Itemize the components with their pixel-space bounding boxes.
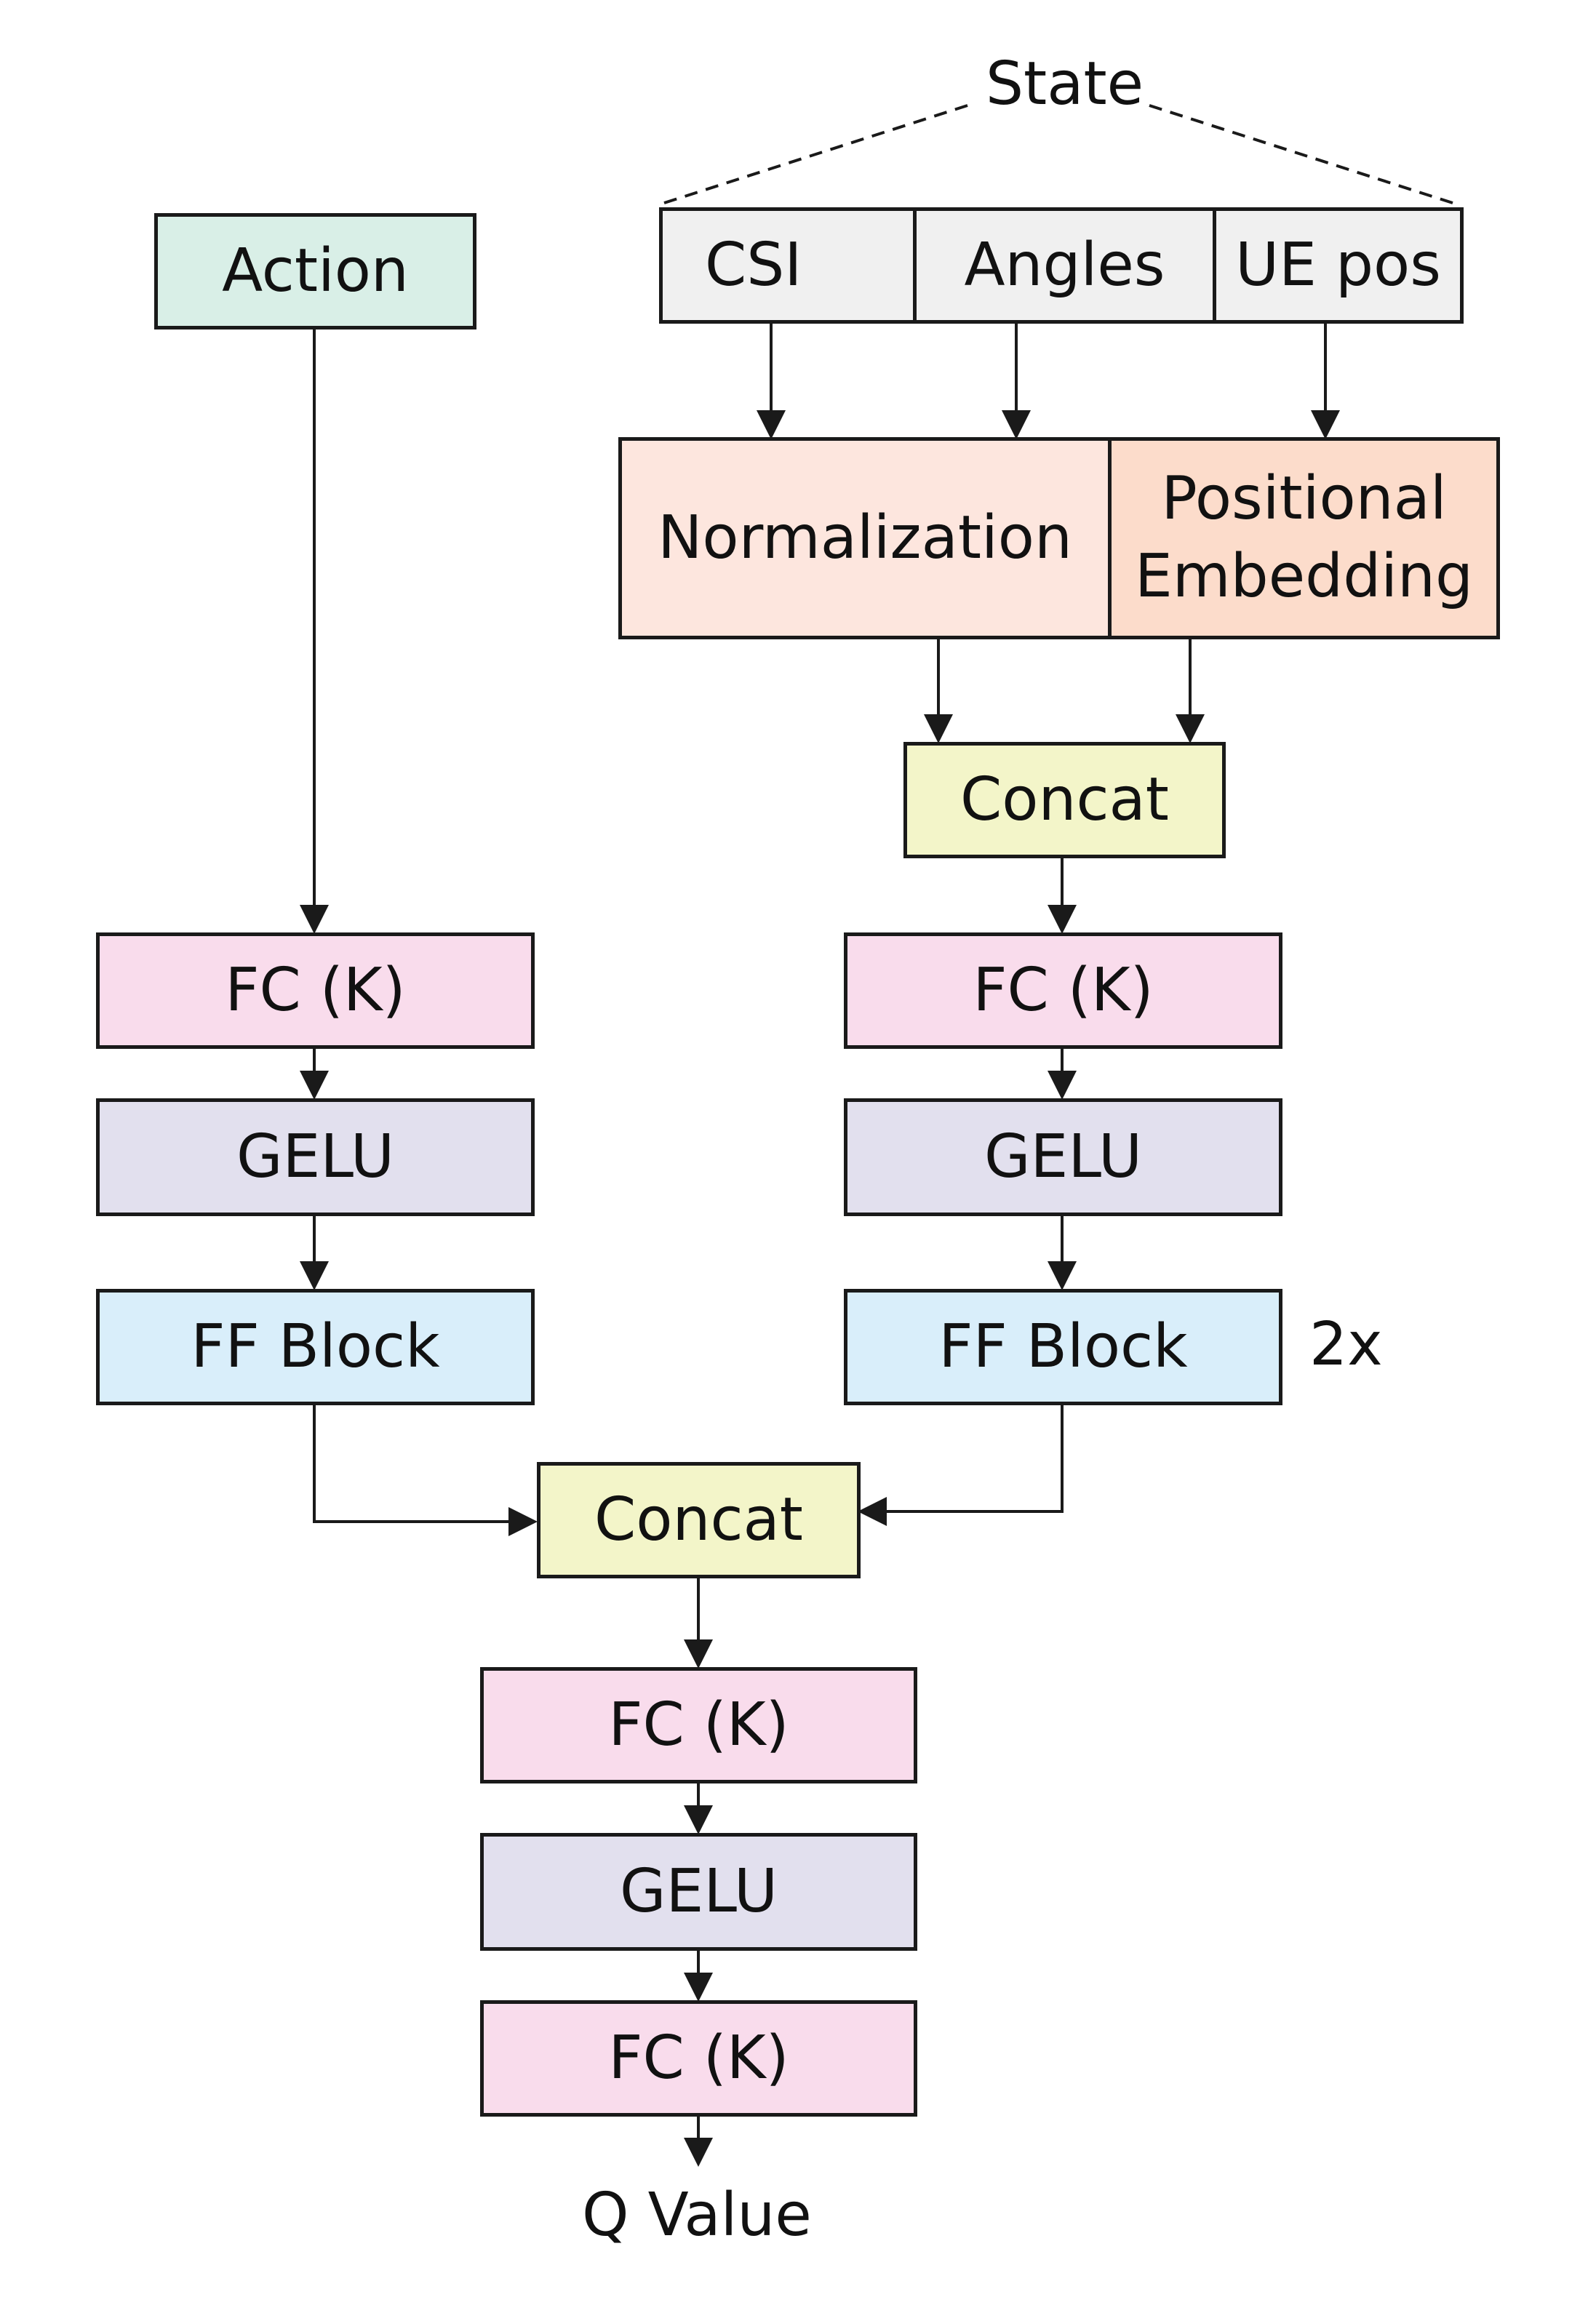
state-label: State bbox=[986, 49, 1144, 119]
action-gelu-box: GELU bbox=[96, 1098, 535, 1216]
positional-embedding-box: Positional Embedding bbox=[1108, 437, 1500, 639]
action-ff-block-box: FF Block bbox=[96, 1289, 535, 1405]
arrow-action-ff-to-concat bbox=[313, 1404, 538, 1536]
state-brace-right bbox=[1149, 104, 1456, 205]
csi-input-box: CSI bbox=[659, 207, 917, 324]
arrow-state-ff-to-concat bbox=[858, 1404, 1064, 1526]
repeat-label: 2x bbox=[1309, 1310, 1383, 1379]
merge-concat-box: Concat bbox=[537, 1462, 861, 1578]
state-concat-box: Concat bbox=[903, 742, 1226, 858]
q-value-label: Q Value bbox=[582, 2181, 812, 2250]
ue-pos-input-box: UE pos bbox=[1213, 207, 1464, 324]
head-fc-box-2: FC (K) bbox=[480, 2000, 917, 2117]
head-gelu-box: GELU bbox=[480, 1833, 917, 1951]
head-fc-box-1: FC (K) bbox=[480, 1667, 917, 1783]
state-ff-block-box: FF Block bbox=[844, 1289, 1282, 1405]
action-box: Action bbox=[154, 213, 476, 329]
state-brace-left bbox=[661, 104, 968, 205]
state-gelu-box: GELU bbox=[844, 1098, 1282, 1216]
normalization-box: Normalization bbox=[618, 437, 1112, 639]
angles-input-box: Angles bbox=[913, 207, 1216, 324]
action-fc-box: FC (K) bbox=[96, 932, 535, 1049]
state-fc-box: FC (K) bbox=[844, 932, 1282, 1049]
